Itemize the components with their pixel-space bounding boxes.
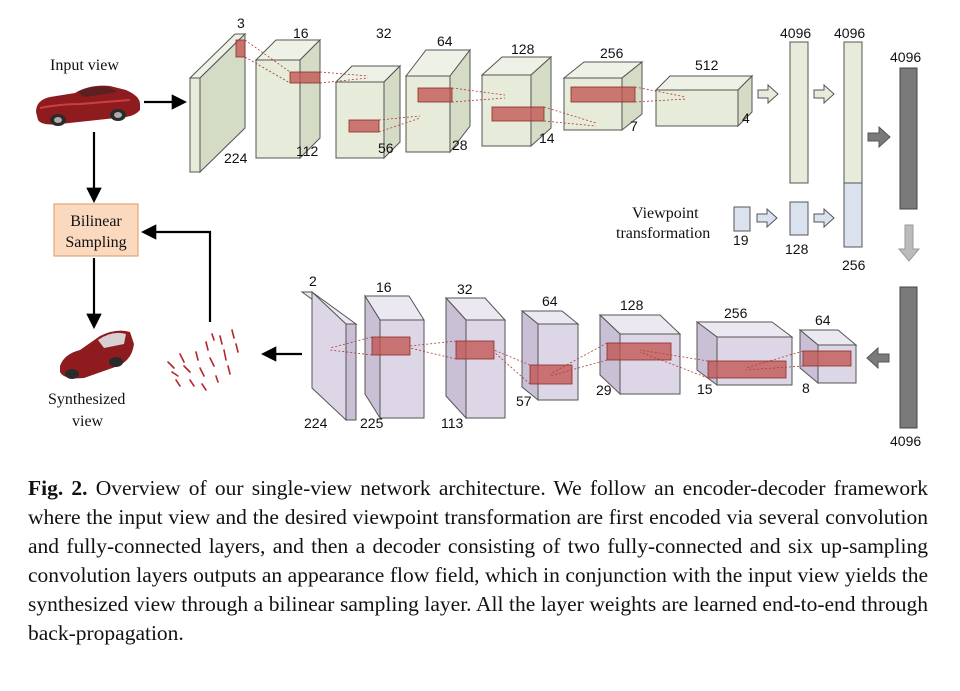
- enc-size-7: 4: [742, 110, 750, 126]
- decoder-block-4: [520, 309, 580, 402]
- synthesized-label-2: view: [72, 413, 104, 430]
- decoder-size-labels: 224 225 113 57 29 15 8: [304, 380, 810, 431]
- dec-ch-3: 32: [457, 281, 473, 297]
- flow-field-image: [167, 329, 239, 391]
- dec-ch-6: 256: [724, 305, 748, 321]
- enc-size-1: 224: [224, 150, 248, 166]
- enc-fc2-label: 4096: [834, 25, 865, 41]
- arrow-icon: [756, 207, 778, 229]
- decoder-channel-labels: 2 16 32 64 128 256 64: [309, 273, 831, 328]
- enc-size-4: 28: [452, 137, 468, 153]
- arrow-icon: [813, 207, 835, 229]
- enc-ch-1: 3: [237, 15, 245, 31]
- enc-size-2: 112: [296, 143, 319, 159]
- dec-fc1-label: 4096: [890, 49, 921, 65]
- encoder-blocks: [188, 32, 754, 174]
- arrow-icon: [867, 125, 891, 149]
- decoder-block-7: [798, 328, 858, 385]
- encoder-kernel-lines: [244, 39, 687, 133]
- decoder-block-6: [695, 321, 794, 386]
- dec-size-2: 225: [360, 415, 384, 431]
- dec-ch-2: 16: [376, 279, 392, 295]
- dec-size-6: 15: [697, 381, 713, 397]
- enc-size-3: 56: [378, 140, 394, 156]
- dec-ch-4: 64: [542, 293, 558, 309]
- dec-ch-1: 2: [309, 273, 317, 289]
- dec-ch-7: 64: [815, 312, 831, 328]
- dec-ch-5: 128: [620, 297, 644, 313]
- encoder-block-2: [254, 38, 322, 160]
- decoder-kernel-lines: [329, 336, 804, 385]
- enc-ch-3: 32: [376, 25, 392, 41]
- view-concat-label: 256: [842, 257, 866, 273]
- enc-ch-7: 512: [695, 57, 719, 73]
- figure-caption: Fig. 2. Overview of our single-view netw…: [28, 474, 928, 648]
- dec-fc2-label: 4096: [890, 433, 921, 449]
- arrow-icon: [866, 346, 890, 370]
- viewpoint-label-1: Viewpoint: [632, 205, 699, 222]
- input-view-label: Input view: [50, 57, 119, 74]
- arrow-icon: [897, 224, 921, 262]
- bilinear-label-1: Bilinear: [70, 213, 122, 230]
- decoder-block-1: [300, 290, 358, 422]
- network-diagram: 3 16 32 64 128 256 512 224 112 56 28 14 …: [36, 15, 921, 449]
- encoder-block-7: [654, 74, 754, 128]
- arrow-icon: [757, 83, 779, 105]
- enc-fc1-bar: [789, 41, 809, 184]
- view-fc-label: 128: [785, 241, 809, 257]
- encoder-channel-labels: 3 16 32 64 128 256 512: [237, 15, 719, 73]
- dec-fc2-bar: [899, 286, 918, 429]
- fc-labels: 4096 4096 4096 4096 19 128 256: [733, 25, 921, 449]
- encoder-size-labels: 224 112 56 28 14 7 4: [224, 110, 750, 166]
- fc-arrows: [756, 83, 921, 370]
- viewpoint-label-2: transformation: [616, 225, 710, 242]
- synthesized-label-1: Synthesized: [48, 391, 125, 408]
- synthesized-car-image: [60, 330, 134, 379]
- enc-size-5: 14: [539, 130, 555, 146]
- encoder-block-3: [334, 64, 402, 160]
- dec-size-3: 113: [441, 415, 464, 431]
- encoder-block-6: [562, 60, 644, 132]
- enc-fc2-bar: [843, 41, 863, 184]
- enc-ch-6: 256: [600, 45, 624, 61]
- bilinear-label-2: Sampling: [65, 234, 126, 251]
- enc-ch-2: 16: [293, 25, 309, 41]
- encoder-block-5: [480, 55, 553, 148]
- flow-arrows: [86, 94, 302, 362]
- fc-layers: [733, 41, 918, 429]
- dec-size-5: 29: [596, 382, 612, 398]
- decoder-block-2: [364, 294, 425, 420]
- enc-ch-5: 128: [511, 41, 535, 57]
- arrow-icon: [813, 83, 835, 105]
- dec-size-4: 57: [516, 393, 532, 409]
- enc-ch-4: 64: [437, 33, 453, 49]
- dec-size-7: 8: [802, 380, 810, 396]
- view-in-label: 19: [733, 232, 749, 248]
- encoder-block-1: [188, 32, 247, 174]
- enc-size-6: 7: [630, 118, 638, 134]
- decoder-block-3: [444, 296, 507, 420]
- view-concat-bar: [843, 182, 863, 248]
- view-input-box: [733, 206, 751, 232]
- dec-fc1-bar: [899, 67, 918, 210]
- input-car-image: [36, 85, 140, 126]
- dec-size-1: 224: [304, 415, 328, 431]
- decoder-block-5: [598, 313, 682, 396]
- enc-fc1-label: 4096: [780, 25, 811, 41]
- bilinear-sampling-box: [53, 203, 139, 257]
- decoder-blocks: [300, 290, 858, 422]
- view-fc-box: [789, 201, 809, 236]
- caption-text: Overview of our single-view network arch…: [28, 476, 928, 645]
- caption-label: Fig. 2.: [28, 476, 88, 500]
